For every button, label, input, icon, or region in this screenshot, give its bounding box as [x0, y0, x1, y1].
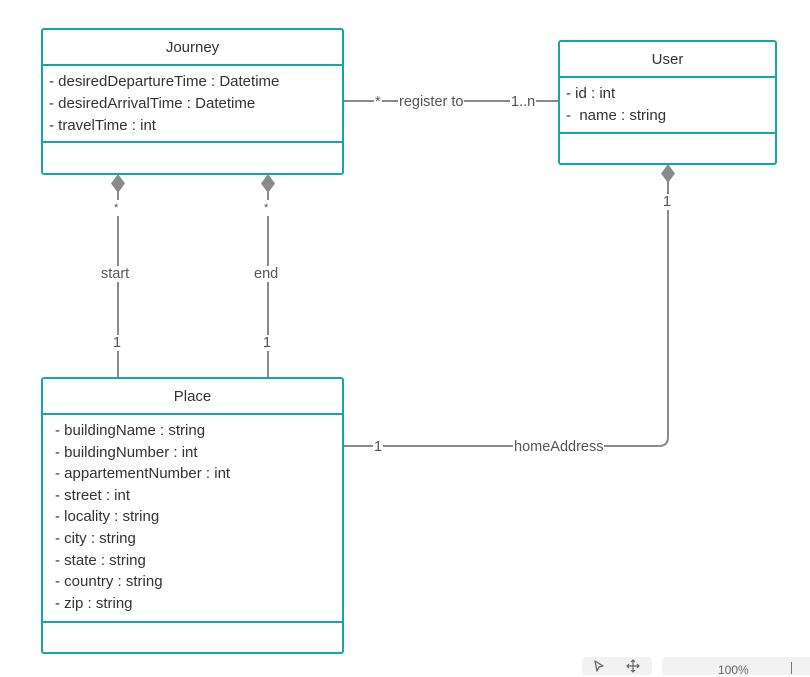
multiplicity-start-target: 1 — [112, 335, 123, 351]
connector-home-address[interactable] — [343, 164, 675, 447]
composition-diamond-icon — [261, 174, 275, 193]
attribute-appartement-number: - appartementNumber : int — [55, 465, 231, 483]
class-user-attributes: - id : int - name : string — [560, 78, 775, 134]
multiplicity-end-target: 1 — [262, 335, 273, 351]
class-place[interactable]: Place - buildingName : string - building… — [41, 377, 344, 654]
attribute-zip: - zip : string — [55, 594, 133, 612]
cursor-arrow-icon[interactable] — [592, 659, 606, 673]
tool-palette — [582, 657, 652, 675]
class-journey-title: Journey — [43, 30, 342, 66]
attribute-name: - name : string — [566, 107, 667, 124]
multiplicity-end-source: * — [263, 200, 270, 216]
attribute-street: - street : int — [55, 486, 131, 504]
multiplicity-register-target: 1..n — [510, 94, 537, 110]
attribute-building-number: - buildingNumber : int — [55, 443, 198, 461]
class-user-title: User — [560, 42, 775, 78]
class-place-operations — [43, 623, 342, 654]
class-journey-operations — [43, 143, 342, 173]
multiplicity-start-source: * — [113, 200, 120, 216]
attribute-locality: - locality : string — [55, 508, 160, 526]
label-home-address: homeAddress — [513, 439, 605, 455]
multiplicity-home-user: 1 — [662, 194, 673, 210]
attribute-country: - country : string — [55, 573, 163, 591]
class-journey-attributes: - desiredDepartureTime : Datetime - desi… — [43, 66, 342, 143]
zoom-divider — [791, 662, 792, 674]
label-start: start — [100, 266, 131, 282]
class-place-attributes: - buildingName : string - buildingNumber… — [43, 415, 342, 623]
attribute-building-name: - buildingName : string — [55, 422, 206, 439]
class-journey[interactable]: Journey - desiredDepartureTime : Datetim… — [41, 28, 344, 175]
composition-diamond-icon — [661, 164, 675, 183]
attribute-state: - state : string — [55, 551, 146, 569]
attribute-desired-arrival-time: - desiredArrivalTime : Datetime — [49, 95, 256, 112]
label-register-to: register to — [398, 94, 465, 110]
attribute-travel-time: - travelTime : int — [49, 117, 156, 134]
composition-diamond-icon — [111, 174, 125, 193]
class-user-operations — [560, 134, 775, 163]
attribute-id: - id : int — [566, 85, 616, 102]
attribute-city: - city : string — [55, 529, 136, 547]
class-user[interactable]: User - id : int - name : string — [558, 40, 777, 165]
attribute-desired-departure-time: - desiredDepartureTime : Datetime — [49, 73, 280, 90]
class-place-title: Place — [43, 379, 342, 415]
zoom-level[interactable]: 100% — [718, 663, 749, 677]
label-end: end — [253, 266, 280, 282]
multiplicity-home-place: 1 — [373, 439, 384, 455]
zoom-bar: 100% — [662, 657, 810, 677]
multiplicity-register-source: * — [374, 94, 382, 110]
